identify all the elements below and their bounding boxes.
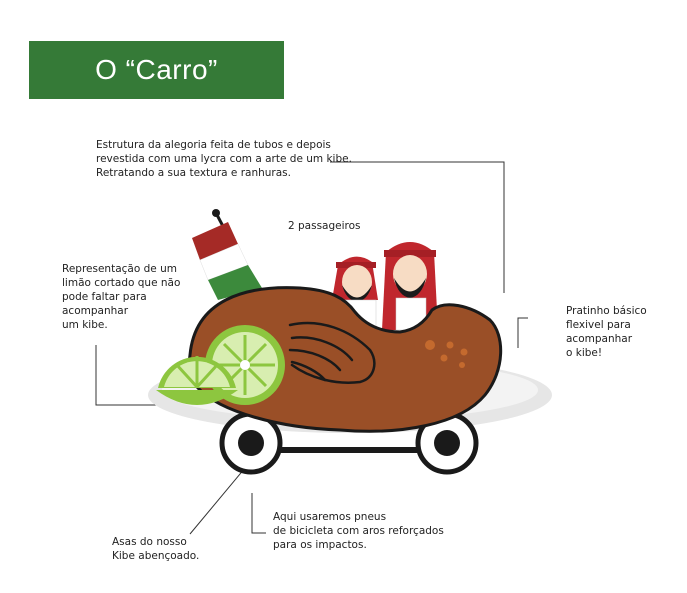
axle <box>250 447 450 453</box>
structure-leader-line <box>330 161 505 293</box>
lemon-leader-line <box>95 345 160 406</box>
passengers-note: 2 passageiros <box>288 220 361 232</box>
passenger-left <box>332 256 378 331</box>
kibe-wing <box>288 321 376 384</box>
front-wheel <box>219 411 283 475</box>
plate-leader-line <box>517 317 528 348</box>
wings-note: Asas do nosso Kibe abençoado. <box>112 536 200 562</box>
flag <box>192 222 262 300</box>
kibe-texture <box>425 340 468 368</box>
page-title: O “Carro” <box>95 54 218 85</box>
wheels-leader-line <box>251 493 266 534</box>
wheels-note: Aqui usaremos pneus de bicicleta com aro… <box>273 511 444 551</box>
lemon-note: Representação de um limão cortado que nã… <box>62 263 181 331</box>
lime-slice-front <box>156 356 238 405</box>
page-title-banner: O “Carro” <box>29 41 284 99</box>
plate-note: Pratinho básico flexivel para acompanhar… <box>566 305 647 359</box>
structure-note: Estrutura da alegoria feita de tubos e d… <box>96 139 352 179</box>
